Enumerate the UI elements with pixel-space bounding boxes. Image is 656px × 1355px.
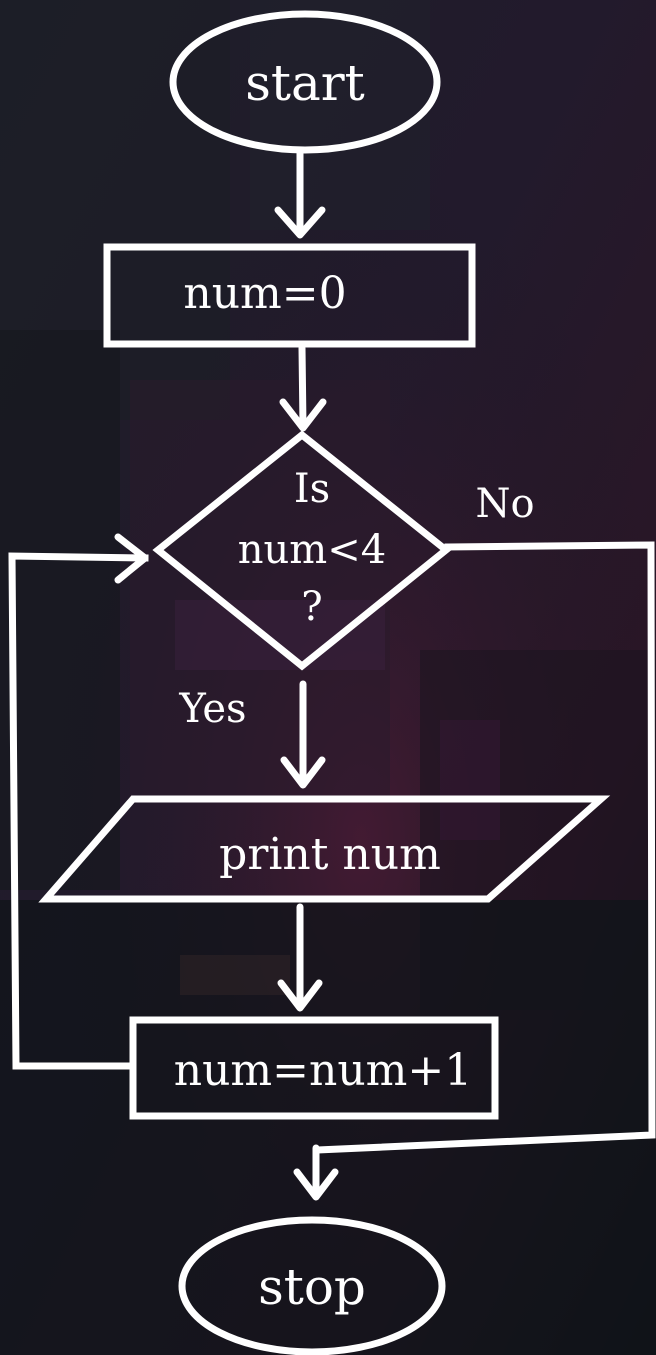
no-branch-label: No	[475, 481, 534, 527]
decision-label-line2: num<4	[238, 527, 386, 573]
output-label: print num	[219, 829, 441, 880]
loop-back-arrow	[12, 537, 145, 1066]
arrow-output-to-increment	[281, 907, 319, 1008]
arrow-decision-to-output	[284, 684, 322, 785]
arrow-init-to-decision	[283, 348, 323, 428]
decision-label-line3: ?	[301, 584, 322, 630]
arrow-start-to-init	[278, 153, 322, 235]
arrow-to-stop	[297, 1148, 335, 1197]
stop-label: stop	[258, 1258, 366, 1316]
yes-branch-label: Yes	[178, 686, 246, 732]
increment-label: num=num+1	[174, 1045, 473, 1096]
decision-label-line1: Is	[294, 466, 330, 512]
init-label: num=0	[183, 268, 346, 319]
start-label: start	[245, 54, 365, 112]
